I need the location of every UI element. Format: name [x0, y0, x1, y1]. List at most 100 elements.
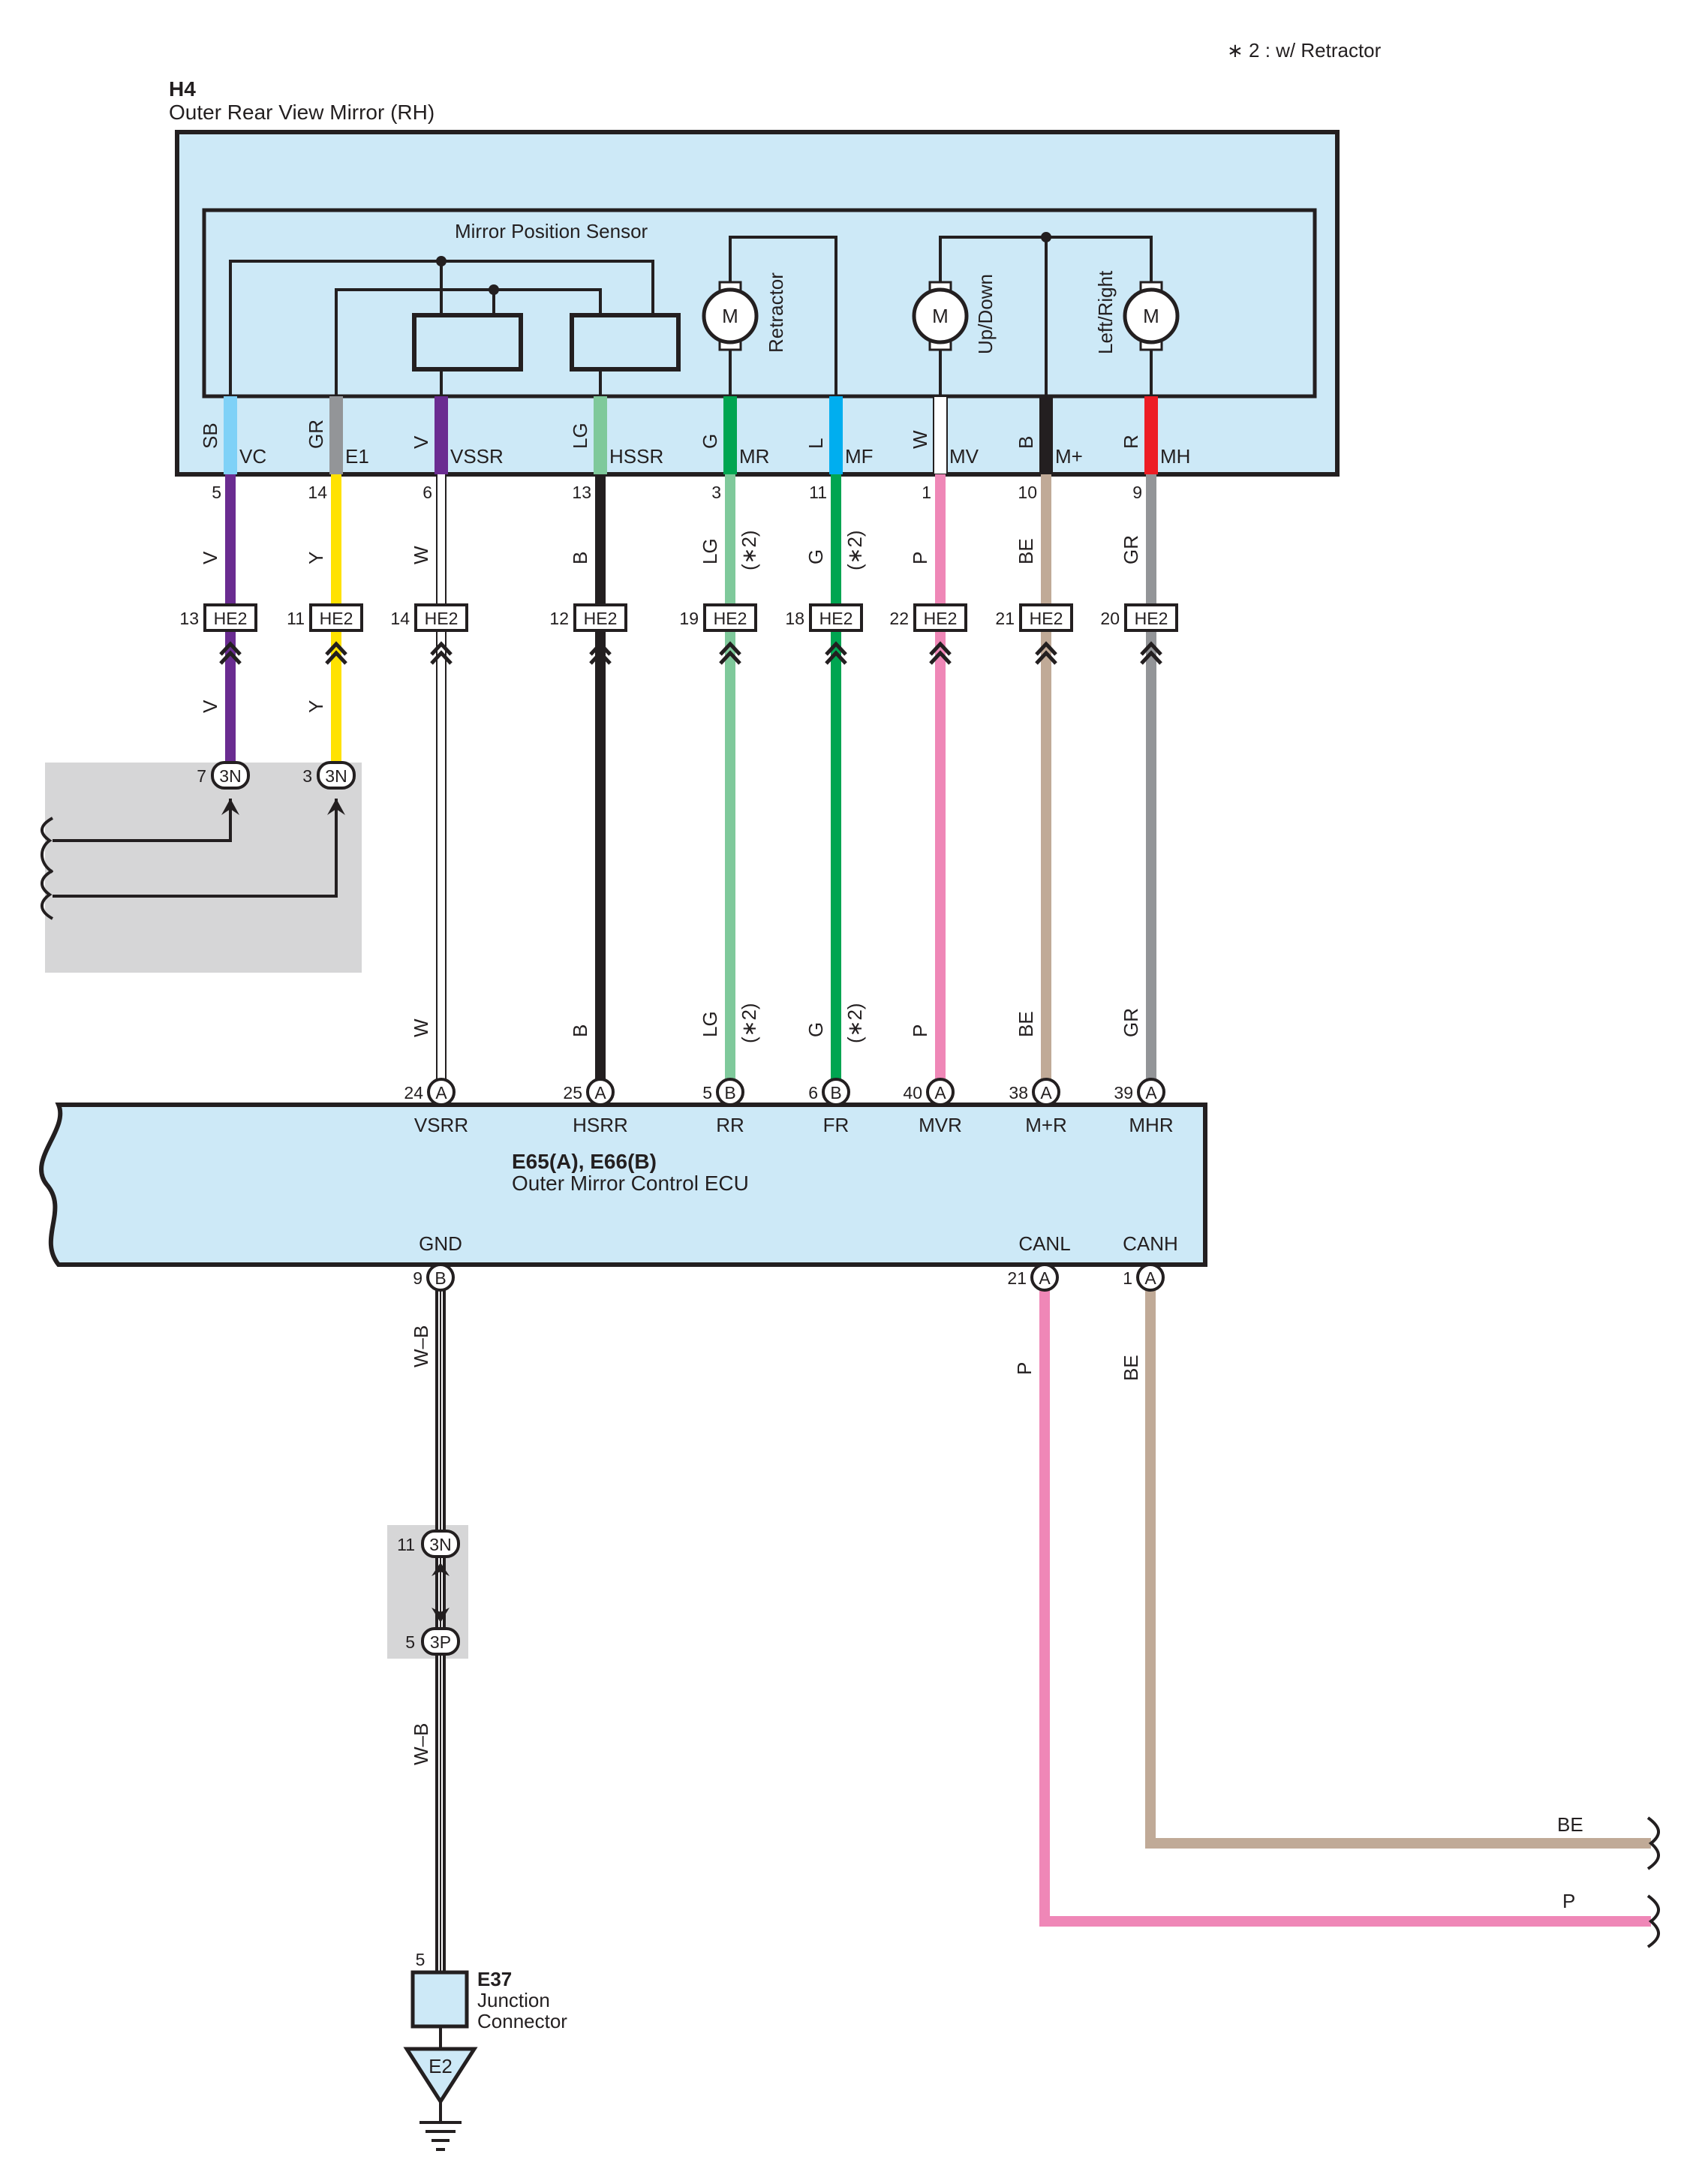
junction-name-2: Connector — [477, 2010, 567, 2032]
ecu-bottom-connector-letter: A — [1039, 1268, 1051, 1288]
wire-color-label-lower: Y — [305, 700, 327, 713]
he2-connector — [1124, 603, 1178, 632]
terminal-color-label: L — [804, 438, 827, 449]
can-l-end-label: P — [1562, 1890, 1575, 1912]
he2-chevron — [719, 650, 741, 665]
ecu-bottom-pin: 1 — [1123, 1268, 1132, 1288]
wire-color-label-lower: B — [569, 1024, 591, 1037]
h4-pin-number: 1 — [922, 483, 931, 502]
connector-3n — [317, 761, 356, 790]
sensor-label: Mirror Position Sensor — [455, 220, 648, 242]
he2-pin-number: 19 — [679, 609, 699, 628]
terminal-color-label: GR — [305, 420, 327, 449]
retractor-motor: M — [702, 281, 759, 351]
he2-connector — [703, 603, 757, 632]
he2-label: HE2 — [425, 609, 459, 628]
he2-chevron — [219, 641, 242, 656]
he2-connector — [913, 603, 967, 632]
motor-symbol: M — [722, 305, 738, 327]
wire-color-label: Y — [305, 552, 327, 564]
ecu-bottom-pin: 9 — [413, 1268, 422, 1288]
position-sensor-element — [412, 313, 523, 372]
he2-label: HE2 — [924, 609, 958, 628]
wire-3n-pin7-branch — [53, 799, 232, 842]
h4-pin-number: 5 — [212, 483, 221, 502]
he2-pin-number: 22 — [889, 609, 909, 628]
connector-3n-pin: 7 — [197, 766, 206, 786]
ecu-bottom-connector — [1136, 1263, 1165, 1292]
ecu-connector-letter: A — [594, 1083, 606, 1103]
he2-chevron — [929, 641, 952, 656]
terminal-name: MH — [1160, 445, 1190, 468]
he2-pin-number: 20 — [1100, 609, 1120, 628]
ecu-connector — [1137, 1078, 1165, 1106]
motor-symbol: M — [1143, 305, 1159, 327]
wire-color-label: LG — [699, 538, 721, 564]
ecu-terminal: M+R — [1025, 1114, 1067, 1136]
h4-pin-number: 13 — [572, 483, 591, 502]
ecu-term-canh: CANH — [1123, 1232, 1178, 1255]
he2-connector — [203, 603, 257, 632]
updown-label: Up/Down — [974, 274, 997, 354]
wire-color-label: G — [804, 549, 827, 564]
wire-break-mark — [1646, 1816, 1660, 1870]
connector-arrow — [432, 1563, 450, 1576]
ecu-bottom-pin: 21 — [1007, 1268, 1027, 1288]
ecu-pin-number: 39 — [1114, 1083, 1133, 1103]
he2-label: HE2 — [819, 609, 853, 628]
updown-motor: M — [912, 281, 969, 351]
terminal-color-label: V — [410, 435, 432, 449]
wire-break-mark — [41, 817, 54, 874]
connector-arrow — [432, 1608, 450, 1623]
can-l-color-label: P — [1013, 1362, 1036, 1375]
position-sensor-element — [570, 313, 681, 372]
he2-connector — [309, 603, 363, 632]
ecu-connector-letter: A — [435, 1083, 447, 1103]
connector-3n-ground-label: 3N — [429, 1535, 451, 1554]
ecu-connector-letter: B — [830, 1083, 841, 1103]
ecu-term-canl: CANL — [1018, 1232, 1070, 1255]
wire-color-label: V — [199, 551, 221, 564]
he2-label: HE2 — [714, 609, 747, 628]
he2-chevron — [825, 650, 847, 665]
ecu-name: Outer Mirror Control ECU — [512, 1172, 749, 1195]
can-l-wire — [1039, 1277, 1651, 1927]
he2-pin-number: 14 — [390, 609, 410, 628]
he2-chevron — [1035, 650, 1057, 665]
connector-3n — [211, 761, 250, 790]
ecu-pin-number: 40 — [903, 1083, 922, 1103]
connector-3n-ground — [421, 1530, 460, 1558]
motor-symbol: M — [932, 305, 949, 327]
he2-label: HE2 — [584, 609, 618, 628]
wire-break-mark — [41, 869, 54, 920]
he2-chevron — [719, 641, 741, 656]
ecu-pin-number: 6 — [808, 1083, 818, 1103]
he2-pin-number: 12 — [549, 609, 569, 628]
retractor-label: Retractor — [765, 272, 787, 353]
he2-connector — [414, 603, 468, 632]
connector-3n-pin: 3 — [302, 766, 312, 786]
connector-3p-ground-pin: 5 — [405, 1632, 415, 1652]
he2-connector — [809, 603, 863, 632]
wire-color-label: W — [410, 546, 432, 564]
ecu-connector-letter: B — [724, 1083, 735, 1103]
ecu-bottom-connector — [426, 1263, 455, 1292]
ecu-code: E65(A), E66(B) — [512, 1150, 657, 1173]
ecu-bottom-connector — [1030, 1263, 1059, 1292]
terminal-name: MR — [739, 445, 769, 468]
ecu-pin-number: 25 — [563, 1083, 582, 1103]
h4-pin-number: 6 — [422, 483, 432, 502]
ecu-connector — [822, 1078, 850, 1106]
wire-color-label: BE — [1015, 538, 1037, 564]
terminal-color-label: R — [1120, 435, 1142, 449]
junction-name-1: Junction — [477, 1989, 550, 2011]
junction-dot — [489, 284, 499, 295]
terminal-color-label: B — [1015, 436, 1037, 449]
he2-chevron — [430, 650, 453, 665]
wire-break-mark — [1646, 1894, 1660, 1948]
terminal-name: VSSR — [450, 445, 504, 468]
leftright-motor: M — [1123, 281, 1180, 351]
mirror-code: H4 — [169, 77, 196, 101]
ecu-connector — [716, 1078, 744, 1106]
